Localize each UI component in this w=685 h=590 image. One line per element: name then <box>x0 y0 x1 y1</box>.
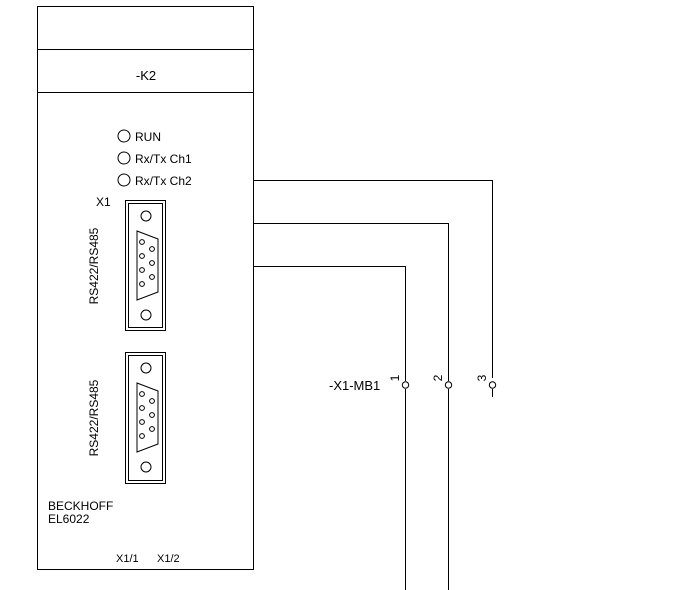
maker-label: BECKHOFF <box>48 499 113 513</box>
connector-label: X1 <box>96 195 111 209</box>
led-run-indicator <box>117 129 131 143</box>
wire-1 <box>254 266 406 381</box>
module-k2: -K2 <box>37 6 254 570</box>
connector-2-outer <box>125 352 166 484</box>
connector-1-outer <box>125 200 166 331</box>
db9-connector-1: RS422/RS485 <box>87 200 166 331</box>
wire-3 <box>254 180 493 378</box>
terminal-x1-mb1: -X1-MB1 1 2 3 <box>329 374 497 393</box>
terminal-pin-3 <box>488 381 497 389</box>
led-run-label: RUN <box>135 130 161 144</box>
port-1-label: RS422/RS485 <box>87 227 101 304</box>
connector-2-shell <box>136 382 159 453</box>
connector-1-inner <box>128 203 163 328</box>
terminal-pin-2-label: 2 <box>431 374 445 381</box>
model-label: EL6022 <box>48 512 90 526</box>
led-ch1-label: Rx/Tx Ch1 <box>135 152 192 166</box>
terminal-label-x1-1: X1/1 <box>116 553 139 565</box>
connector-2-screw-top <box>140 362 152 374</box>
connector-1-shell <box>136 230 159 301</box>
connector-2-pins <box>139 391 155 439</box>
led-ch2-indicator <box>117 173 131 187</box>
connector-2-screw-bottom <box>140 461 152 473</box>
led-ch2-label: Rx/Tx Ch2 <box>135 174 192 188</box>
module-outline <box>37 6 254 570</box>
terminal-label-x1-2: X1/2 <box>157 553 180 565</box>
connector-1-pins <box>139 239 155 287</box>
terminal-pin-2 <box>444 381 453 389</box>
db9-connector-2: RS422/RS485 <box>87 352 166 484</box>
wire-2 <box>254 223 449 381</box>
terminal-pin-3-label: 3 <box>475 374 489 381</box>
port-2-label: RS422/RS485 <box>87 379 101 456</box>
terminal-pin-1-label: 1 <box>388 374 402 381</box>
connector-1-screw-top <box>140 210 152 222</box>
connector-1-screw-bottom <box>140 309 152 321</box>
led-ch1-indicator <box>117 151 131 165</box>
connector-2-inner <box>128 355 163 481</box>
wires <box>254 180 493 590</box>
module-designation: -K2 <box>136 68 156 83</box>
terminal-pin-1 <box>401 381 410 389</box>
led-group: RUN Rx/Tx Ch1 Rx/Tx Ch2 <box>117 129 192 188</box>
terminal-name: -X1-MB1 <box>329 378 380 393</box>
